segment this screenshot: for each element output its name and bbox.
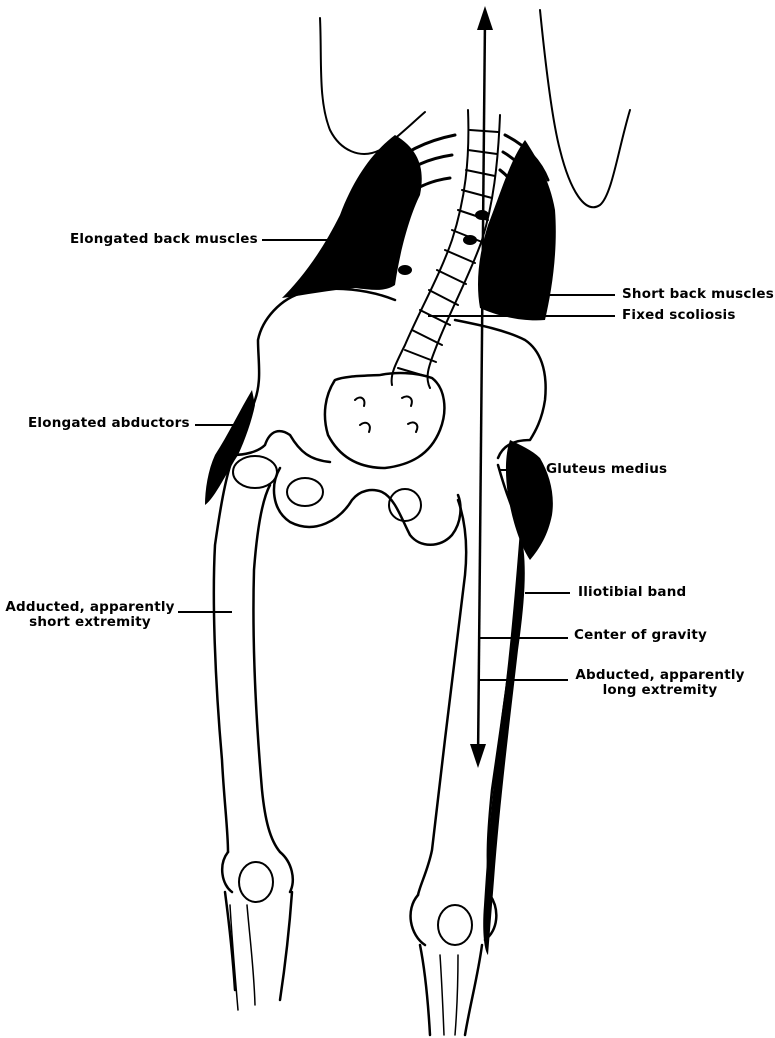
pelvis-right-ilium xyxy=(455,320,546,458)
center-of-gravity-line xyxy=(478,18,485,760)
femoral-head-left xyxy=(233,456,277,488)
fibula-left xyxy=(230,905,255,1010)
fibula-right xyxy=(440,955,458,1035)
knee-left xyxy=(222,852,293,1000)
torso-outline-right xyxy=(540,10,630,207)
label-iliotibial-band: Iliotibial band xyxy=(578,585,686,600)
torso-outline-left xyxy=(320,18,425,154)
arrow-head-up xyxy=(477,6,493,30)
label-gluteus-medius: Gluteus medius xyxy=(546,462,667,477)
label-short-back-muscles: Short back muscles xyxy=(622,287,774,302)
label-abducted-extremity: Abducted, apparently long extremity xyxy=(568,668,752,698)
vertebra-process xyxy=(463,235,477,245)
sacrum xyxy=(325,373,444,468)
leader-lines xyxy=(178,240,615,680)
label-center-of-gravity: Center of gravity xyxy=(574,628,707,643)
label-adducted-line2: short extremity xyxy=(4,615,176,630)
iliotibial-band-mass xyxy=(483,530,525,955)
label-abducted-line1: Abducted, apparently xyxy=(568,668,752,683)
femur-left xyxy=(214,460,280,852)
label-elongated-abductors: Elongated abductors xyxy=(28,416,190,431)
gluteus-medius-mass xyxy=(506,440,553,560)
sacral-foramina xyxy=(355,396,417,432)
patella-right xyxy=(438,905,472,945)
label-adducted-line1: Adducted, apparently xyxy=(4,600,176,615)
obturator-foramen-left xyxy=(287,478,323,506)
label-fixed-scoliosis: Fixed scoliosis xyxy=(622,308,736,323)
short-back-muscles xyxy=(478,140,556,320)
label-adducted-extremity: Adducted, apparently short extremity xyxy=(4,600,176,630)
label-abducted-line2: long extremity xyxy=(568,683,752,698)
vertebra-process xyxy=(398,265,412,275)
arrow-head-down xyxy=(470,744,486,768)
label-elongated-back-muscles: Elongated back muscles xyxy=(70,232,258,247)
patella-left xyxy=(239,862,273,902)
